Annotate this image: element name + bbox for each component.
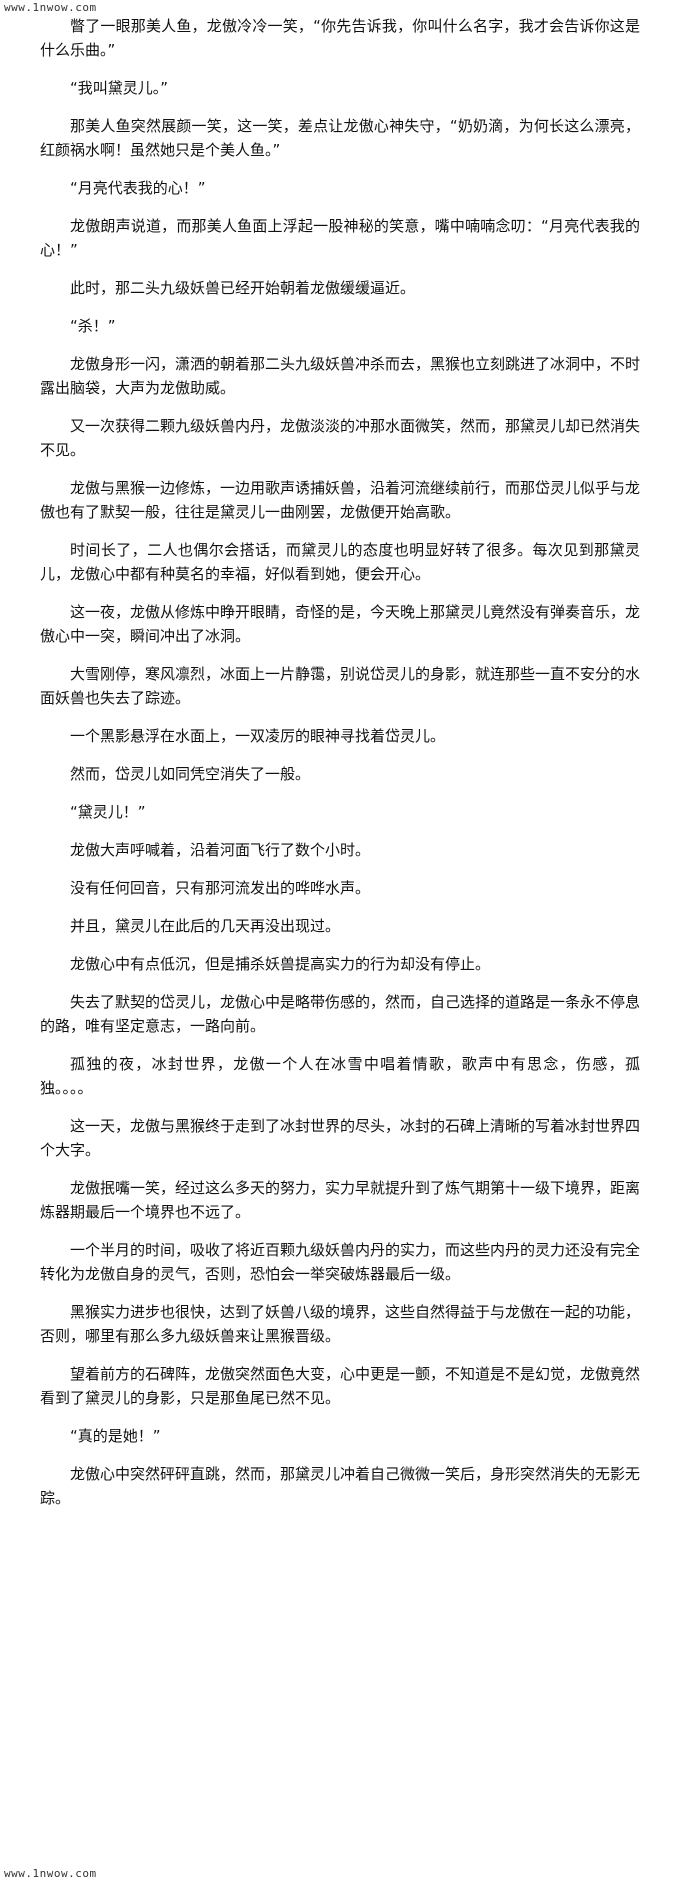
paragraph: 黑猴实力进步也很快，达到了妖兽八级的境界，这些自然得益于与龙傲在一起的功能，否则… <box>40 1303 641 1345</box>
paragraph: 此时，那二头九级妖兽已经开始朝着龙傲缓缓逼近。 <box>70 279 416 297</box>
watermark-bottom: www.1nwow.com <box>4 1867 97 1880</box>
paragraph: “杀！” <box>70 317 116 335</box>
paragraph: 龙傲心中有点低沉，但是捕杀妖兽提高实力的行为却没有停止。 <box>70 955 491 973</box>
paragraph: 那美人鱼突然展颜一笑，这一笑，差点让龙傲心神失守，“奶奶滴，为何长这么漂亮，红颜… <box>40 117 640 159</box>
paragraph: 一个半月的时间，吸收了将近百颗九级妖兽内丹的实力，而这些内丹的灵力还没有完全转化… <box>40 1241 641 1283</box>
paragraph: 龙傲朗声说道，而那美人鱼面上浮起一股神秘的笑意，嘴中喃喃念叨：“月亮代表我的心！… <box>40 217 640 259</box>
paragraph: 龙傲与黑猴一边修炼，一边用歌声诱捕妖兽，沿着河流继续前行，而那岱灵儿似乎与龙傲也… <box>40 479 641 521</box>
paragraph: “黛灵儿！” <box>70 803 146 821</box>
paragraph: 然而，岱灵儿如同凭空消失了一般。 <box>70 765 311 783</box>
paragraph: 时间长了，二人也偶尔会搭话，而黛灵儿的态度也明显好转了很多。每次见到那黛灵儿，龙… <box>40 541 640 583</box>
paragraph: 并且，黛灵儿在此后的几天再没出现过。 <box>70 917 341 935</box>
paragraph: “月亮代表我的心！” <box>70 179 206 197</box>
paragraph: 又一次获得二颗九级妖兽内丹，龙傲淡淡的冲那水面微笑，然而，那黛灵儿却已然消失不见… <box>40 417 641 459</box>
paragraph: “我叫黛灵儿。” <box>70 79 169 97</box>
paragraph: 这一天，龙傲与黑猴终于走到了冰封世界的尽头，冰封的石碑上清晰的写着冰封世界四个大… <box>40 1117 641 1159</box>
paragraph: 没有任何回音，只有那河流发出的哗哗水声。 <box>70 879 371 897</box>
paragraph: 失去了默契的岱灵儿，龙傲心中是略带伤感的，然而，自己选择的道路是一条永不停息的路… <box>40 993 641 1035</box>
paragraph: 一个黑影悬浮在水面上，一双凌厉的眼神寻找着岱灵儿。 <box>70 727 446 745</box>
paragraph: 大雪刚停，寒风凛烈，冰面上一片静霭，别说岱灵儿的身影，就连那些一直不安分的水面妖… <box>40 665 641 707</box>
paragraph: 瞥了一眼那美人鱼，龙傲冷冷一笑，“你先告诉我，你叫什么名字，我才会告诉你这是什么… <box>40 17 640 59</box>
paragraph: 龙傲身形一闪，潇洒的朝着那二头九级妖兽冲杀而去，黑猴也立刻跳进了冰洞中，不时露出… <box>40 355 641 397</box>
paragraph: 这一夜，龙傲从修炼中睁开眼睛，奇怪的是，今天晚上那黛灵儿竟然没有弹奏音乐，龙傲心… <box>40 603 641 645</box>
paragraph: 龙傲大声呼喊着，沿着河面飞行了数个小时。 <box>70 841 371 859</box>
paragraph: 望着前方的石碑阵，龙傲突然面色大变，心中更是一颤，不知道是不是幻觉，龙傲竟然看到… <box>40 1365 641 1407</box>
paragraph: 龙傲心中突然砰砰直跳，然而，那黛灵儿冲着自己微微一笑后，身形突然消失的无影无踪。 <box>40 1465 641 1507</box>
article-body: 瞥了一眼那美人鱼，龙傲冷冷一笑，“你先告诉我，你叫什么名字，我才会告诉你这是什么… <box>40 14 640 1524</box>
paragraph: 龙傲抿嘴一笑，经过这么多天的努力，实力早就提升到了炼气期第十一级下境界，距离炼器… <box>40 1179 641 1221</box>
paragraph: 孤独的夜，冰封世界，龙傲一个人在冰雪中唱着情歌，歌声中有思念，伤感，孤独。。。。 <box>40 1055 640 1097</box>
watermark-top: www.1nwow.com <box>4 1 97 14</box>
paragraph: “真的是她！” <box>70 1427 161 1445</box>
